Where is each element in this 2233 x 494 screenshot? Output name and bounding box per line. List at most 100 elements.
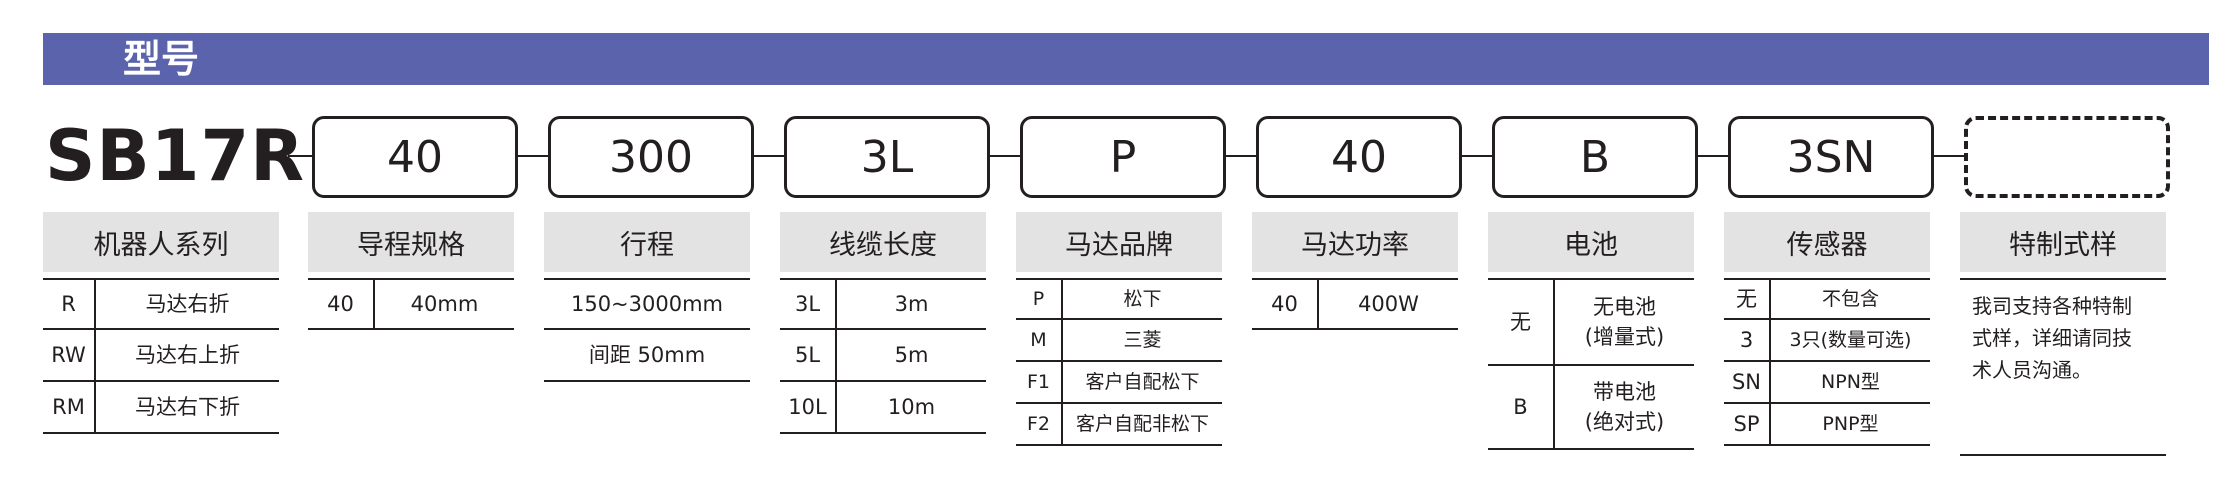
- row-code: SN: [1724, 361, 1771, 404]
- table-row: 40 400W: [1252, 279, 1458, 330]
- stroke-table: 150~3000mm 间距 50mm: [544, 278, 750, 382]
- row-code: B: [1488, 365, 1555, 450]
- model-name: SB17R: [45, 115, 306, 197]
- table-row: 150~3000mm: [544, 279, 750, 330]
- row-desc-line: (绝对式): [1584, 410, 1665, 434]
- column-sensor: 传感器 无 不包含 3 3只(数量可选) SN NPN型 SP PNP型: [1724, 212, 1930, 446]
- column-header: 特制式样: [1960, 212, 2166, 272]
- code-box-sensor: 3SN: [1728, 116, 1934, 198]
- row-desc: 5m: [836, 329, 986, 382]
- row-desc: 间距 50mm: [544, 329, 750, 382]
- motor-brand-table: P 松下 M 三菱 F1 客户自配松下 F2 客户自配非松下: [1016, 278, 1222, 446]
- series-table: R 马达右折 RW 马达右上折 RM 马达右下折: [43, 278, 279, 434]
- column-battery: 电池 无 无电池 (增量式) B 带电池 (绝对式): [1488, 212, 1694, 450]
- section-banner: 型号: [43, 33, 2209, 85]
- row-desc: 10m: [836, 381, 986, 434]
- column-header: 马达功率: [1252, 212, 1458, 272]
- column-lead: 导程规格 40 40mm: [308, 212, 514, 330]
- row-code: 5L: [780, 329, 837, 382]
- cable-table: 3L 3m 5L 5m 10L 10m: [780, 278, 986, 434]
- row-code: RW: [43, 329, 96, 382]
- row-code: F1: [1016, 361, 1063, 404]
- connector-line: [1934, 155, 1964, 157]
- row-desc: 马达右折: [95, 279, 279, 330]
- row-code: 40: [1252, 279, 1319, 330]
- row-desc: 不包含: [1770, 279, 1930, 320]
- connector-line: [1462, 155, 1492, 157]
- column-stroke: 行程 150~3000mm 间距 50mm: [544, 212, 750, 382]
- table-row: RW 马达右上折: [43, 329, 279, 382]
- connector-line: [754, 155, 784, 157]
- row-code: RM: [43, 381, 96, 434]
- row-desc: NPN型: [1770, 361, 1930, 404]
- connector-line: [288, 155, 312, 157]
- column-header: 马达品牌: [1016, 212, 1222, 272]
- row-code: 3: [1724, 319, 1771, 362]
- table-row: SN NPN型: [1724, 361, 1930, 404]
- column-header: 行程: [544, 212, 750, 272]
- row-desc: 马达右下折: [95, 381, 279, 434]
- row-desc-line: (增量式): [1584, 325, 1665, 349]
- note-line: 式样，详细请同技: [1972, 326, 2132, 350]
- row-desc: 马达右上折: [95, 329, 279, 382]
- row-desc: 150~3000mm: [544, 279, 750, 330]
- column-motor-power: 马达功率 40 400W: [1252, 212, 1458, 330]
- table-row: 无 不包含: [1724, 279, 1930, 320]
- table-row: R 马达右折: [43, 279, 279, 330]
- connector-line: [1226, 155, 1256, 157]
- table-row: M 三菱: [1016, 319, 1222, 362]
- table-row: 10L 10m: [780, 381, 986, 434]
- row-desc: 40mm: [374, 279, 514, 330]
- row-code: F2: [1016, 403, 1063, 446]
- row-code: 无: [1724, 279, 1771, 320]
- row-desc-line: 带电池: [1593, 380, 1656, 404]
- row-desc: 无电池 (增量式): [1554, 279, 1694, 366]
- table-row: F2 客户自配非松下: [1016, 403, 1222, 446]
- code-box-motor-power: 40: [1256, 116, 1462, 198]
- row-code: R: [43, 279, 96, 330]
- connector-line: [990, 155, 1020, 157]
- table-row: 间距 50mm: [544, 329, 750, 382]
- column-series: 机器人系列 R 马达右折 RW 马达右上折 RM 马达右下折: [43, 212, 279, 434]
- column-header: 电池: [1488, 212, 1694, 272]
- lead-table: 40 40mm: [308, 278, 514, 330]
- column-motor-brand: 马达品牌 P 松下 M 三菱 F1 客户自配松下 F2 客户自配非松下: [1016, 212, 1222, 446]
- column-cable: 线缆长度 3L 3m 5L 5m 10L 10m: [780, 212, 986, 434]
- table-row: 3L 3m: [780, 279, 986, 330]
- row-desc: 客户自配松下: [1062, 361, 1222, 404]
- connector-line: [518, 155, 548, 157]
- table-row: 无 无电池 (增量式): [1488, 279, 1694, 366]
- note-line: 我司支持各种特制: [1972, 294, 2132, 318]
- sensor-table: 无 不包含 3 3只(数量可选) SN NPN型 SP PNP型: [1724, 278, 1930, 446]
- row-desc: 带电池 (绝对式): [1554, 365, 1694, 450]
- row-code: 无: [1488, 279, 1555, 366]
- table-row: SP PNP型: [1724, 403, 1930, 446]
- row-code: 10L: [780, 381, 837, 434]
- row-code: P: [1016, 279, 1063, 320]
- row-desc: 400W: [1318, 279, 1458, 330]
- code-box-stroke: 300: [548, 116, 754, 198]
- row-desc-line: 无电池: [1593, 295, 1656, 319]
- note-line: 术人员沟通。: [1972, 358, 2092, 382]
- table-row: 3 3只(数量可选): [1724, 319, 1930, 362]
- column-header: 传感器: [1724, 212, 1930, 272]
- row-code: SP: [1724, 403, 1771, 446]
- code-box-cable: 3L: [784, 116, 990, 198]
- row-desc: 3m: [836, 279, 986, 330]
- table-row: 5L 5m: [780, 329, 986, 382]
- code-box-lead: 40: [312, 116, 518, 198]
- table-row: 40 40mm: [308, 279, 514, 330]
- row-desc: 三菱: [1062, 319, 1222, 362]
- row-code: M: [1016, 319, 1063, 362]
- column-header: 机器人系列: [43, 212, 279, 272]
- table-row: RM 马达右下折: [43, 381, 279, 434]
- row-desc: 松下: [1062, 279, 1222, 320]
- row-desc: PNP型: [1770, 403, 1930, 446]
- column-header: 线缆长度: [780, 212, 986, 272]
- motor-power-table: 40 400W: [1252, 278, 1458, 330]
- battery-table: 无 无电池 (增量式) B 带电池 (绝对式): [1488, 278, 1694, 450]
- special-note: 我司支持各种特制 式样，详细请同技 术人员沟通。: [1960, 278, 2166, 456]
- row-desc: 客户自配非松下: [1062, 403, 1222, 446]
- code-box-motor-brand: P: [1020, 116, 1226, 198]
- row-desc: 3只(数量可选): [1770, 319, 1930, 362]
